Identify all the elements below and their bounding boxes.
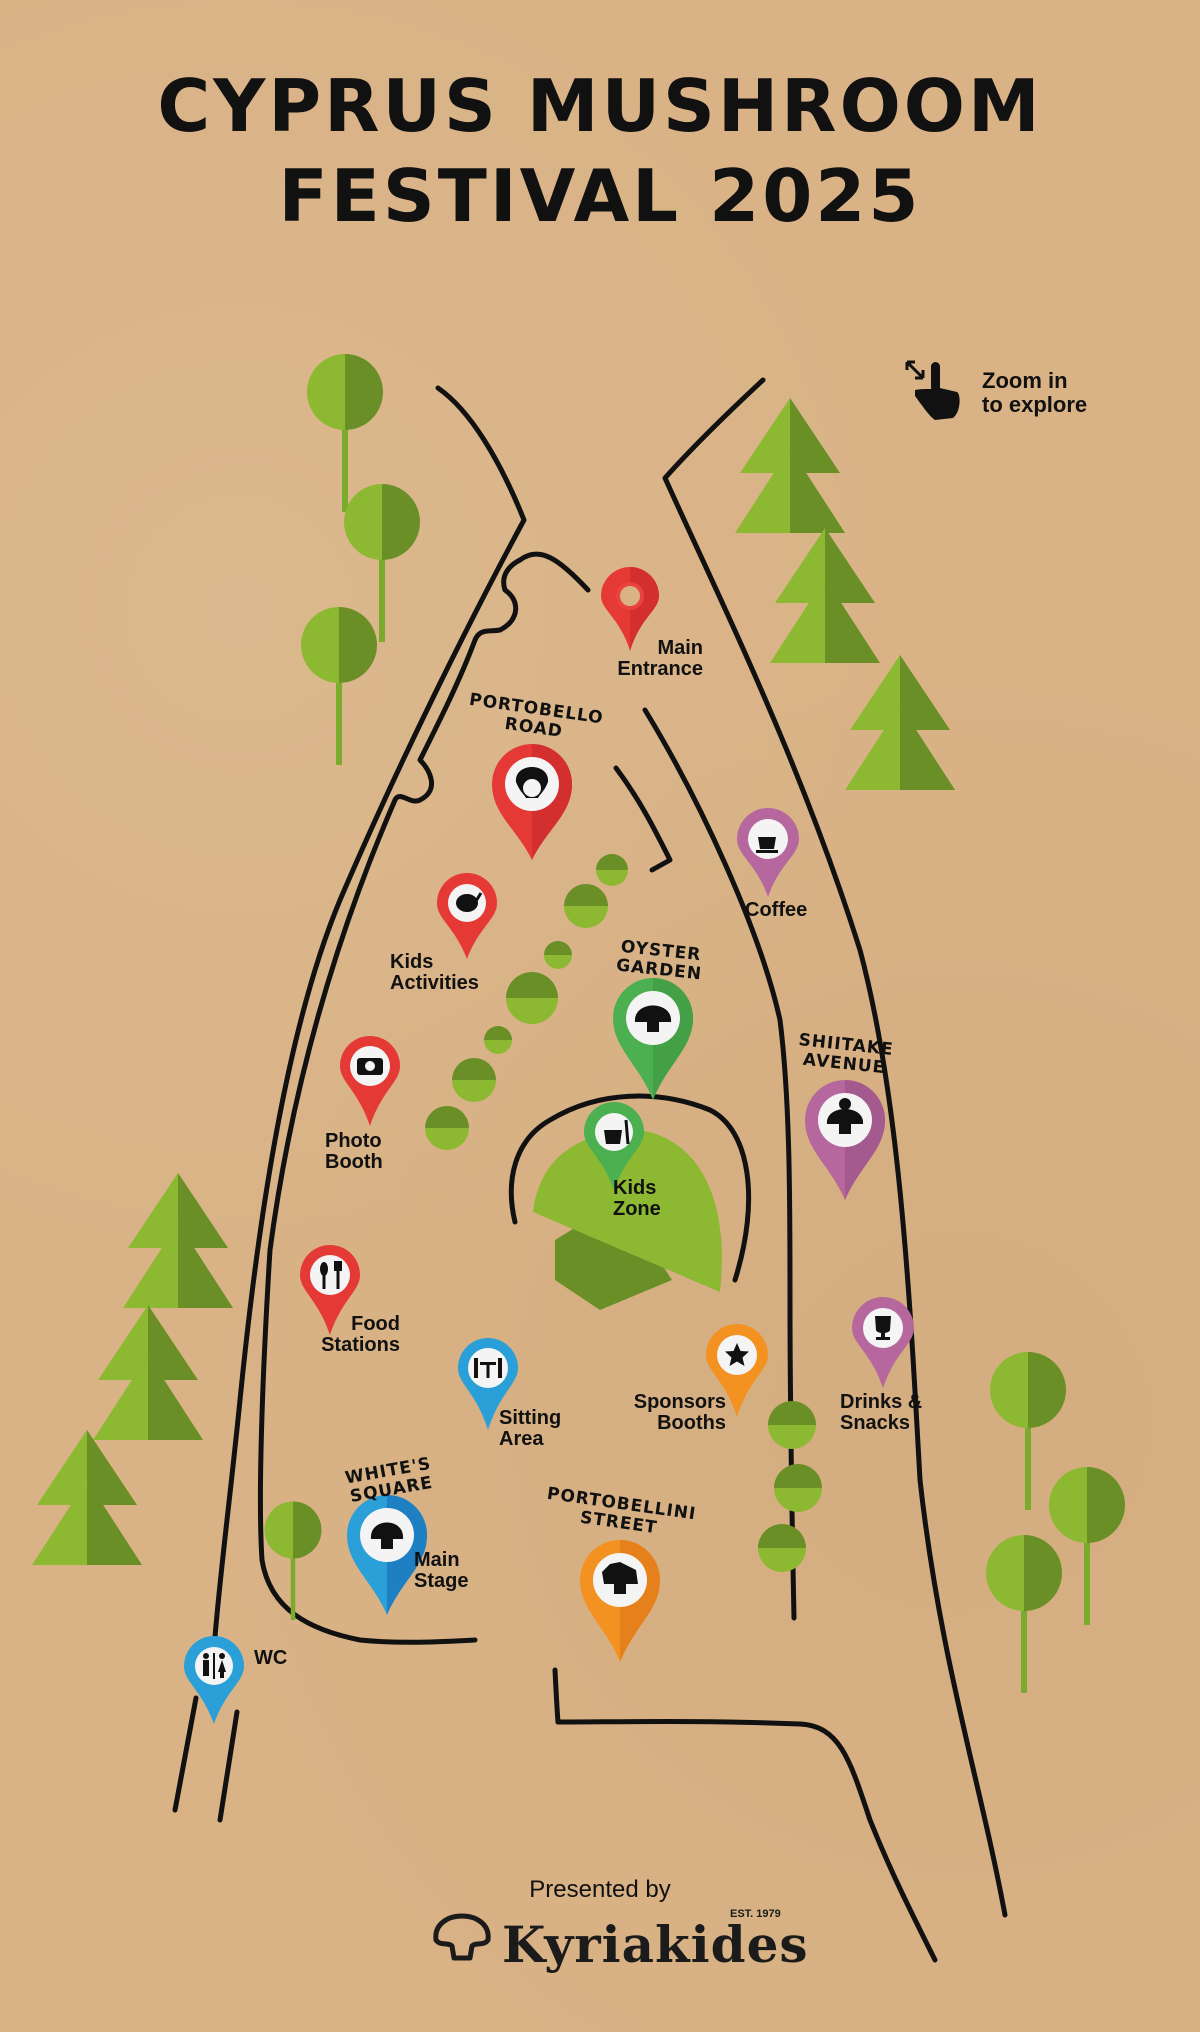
pin-wc[interactable] [184, 1636, 244, 1724]
kyriakides-logo-icon [433, 1913, 491, 1961]
pin-sitting-area[interactable] [458, 1338, 518, 1430]
pin-shiitake-avenue[interactable] [805, 1080, 885, 1200]
label-coffee: Coffee [745, 899, 808, 921]
pine-tree [93, 1305, 203, 1440]
zoom-hint: Zoom in to explore [982, 369, 1087, 417]
roads [172, 377, 1008, 1963]
pin-photo-booth[interactable] [340, 1036, 400, 1126]
pinch-zoom-hand-icon [905, 360, 960, 420]
pine-tree [735, 398, 845, 533]
presented-by: Presented by [529, 1876, 671, 1903]
tree [986, 1535, 1062, 1693]
brand-est: EST. 1979 [730, 1908, 781, 1920]
zoom-hint-line1: Zoom in [982, 368, 1068, 393]
fork-spoon-icon [320, 1262, 328, 1276]
pin-food-stations[interactable] [300, 1245, 360, 1335]
pine-tree [845, 655, 955, 790]
pin-coffee[interactable] [737, 808, 799, 897]
star-icon [725, 1343, 749, 1366]
pin-kids-zone[interactable] [584, 1102, 644, 1190]
page-title-line2: FESTIVAL 2025 [278, 154, 922, 238]
magic-hat-icon [604, 1130, 622, 1144]
oyster-mushroom-icon [634, 1005, 672, 1022]
page-title-line1: CYPRUS MUSHROOM [157, 64, 1043, 148]
pin-kids-activities[interactable] [437, 873, 497, 959]
coffee-cup-icon [758, 837, 776, 849]
label-wc: WC [254, 1647, 288, 1669]
table-chairs-icon [480, 1362, 496, 1365]
drink-glass-icon [875, 1316, 891, 1333]
tree [1049, 1467, 1125, 1625]
restroom-icon [203, 1653, 226, 1679]
tree [301, 607, 377, 765]
shiitake-mascot-icon [826, 1109, 864, 1124]
pin-sponsors-booths[interactable] [706, 1324, 768, 1417]
pin-portobello-road[interactable] [492, 744, 572, 860]
pine-tree [32, 1430, 142, 1565]
tree [264, 1501, 322, 1620]
pine-tree [123, 1173, 233, 1308]
pin-whites-square[interactable] [347, 1495, 427, 1615]
zoom-hint-line2: to explore [982, 392, 1088, 417]
pine-tree [770, 528, 880, 663]
spiky-hair-mascot-icon [602, 1562, 638, 1584]
pin-drinks-snacks[interactable] [852, 1297, 914, 1388]
pin-portobellini-street[interactable] [580, 1540, 660, 1662]
pin-main-entrance[interactable] [601, 567, 659, 651]
pin-oyster-garden[interactable] [613, 978, 693, 1100]
kids-zone-area[interactable] [533, 1130, 722, 1310]
mushroom-mascot-icon [370, 1522, 404, 1539]
brand-name: Kyriakides [502, 1915, 809, 1974]
label-drinks-snacks: Drinks &Snacks [840, 1391, 923, 1434]
